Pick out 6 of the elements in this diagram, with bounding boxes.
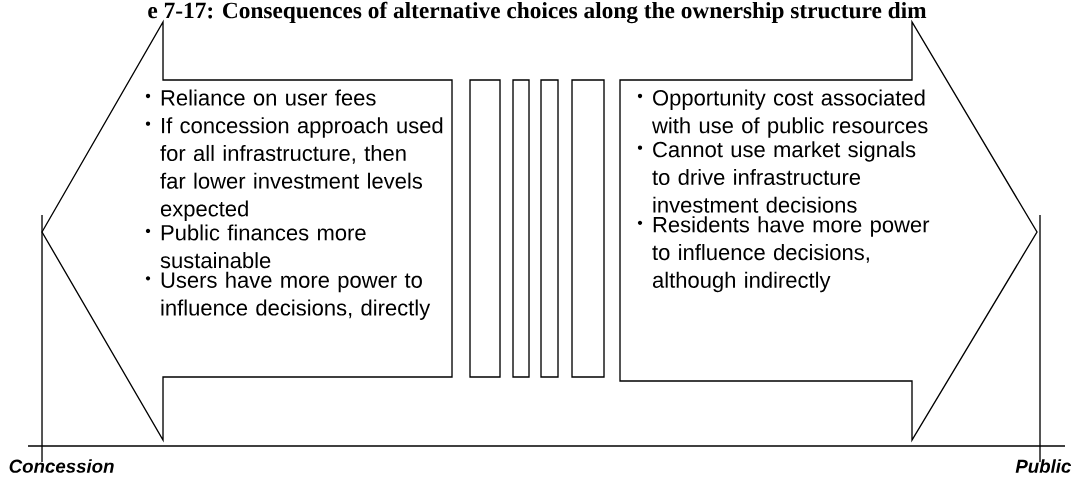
bar	[512, 79, 530, 378]
bar	[571, 79, 605, 378]
axis-label: Public	[1015, 459, 1072, 473]
bar	[469, 79, 501, 378]
bar	[540, 79, 559, 378]
axis-label: Concession	[9, 459, 114, 473]
